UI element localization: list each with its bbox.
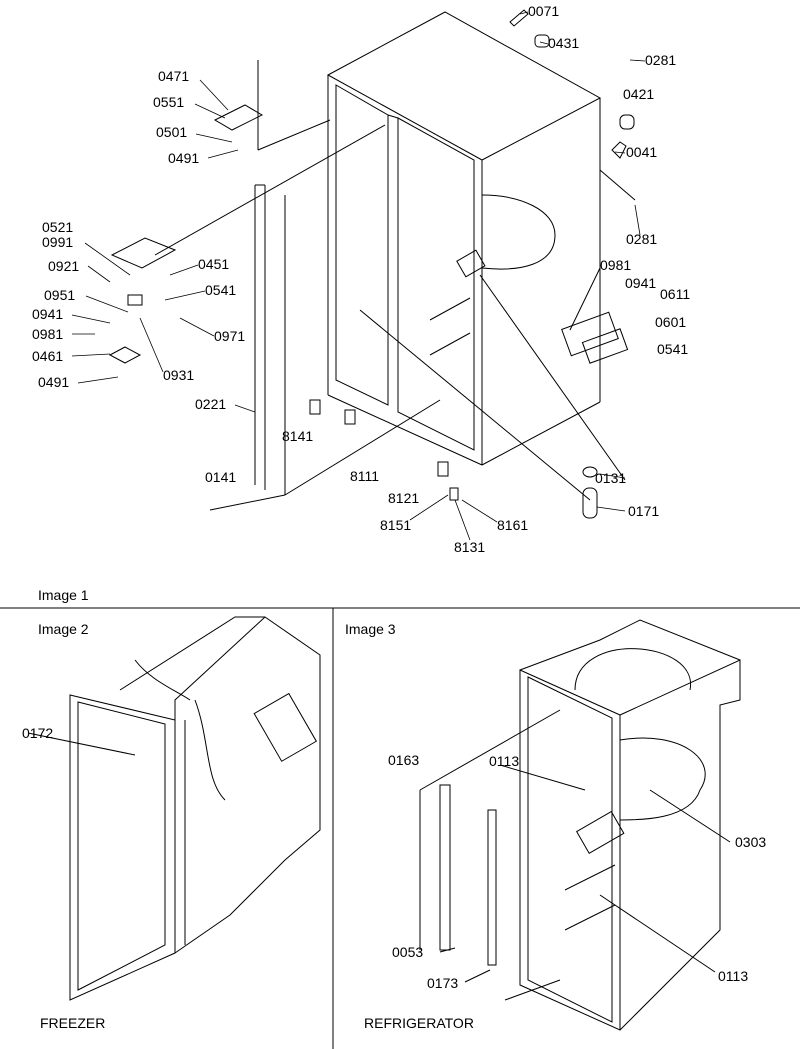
part-number-label: 0541 [657,341,689,357]
part-number-label: 0053 [392,944,424,960]
part-number-label: 0941 [32,306,64,322]
part-number-label: 0991 [42,234,74,250]
caption-image-1: Image 1 [38,587,89,603]
caption-freezer: FREEZER [40,1015,106,1031]
part-number-label: 0981 [32,326,64,342]
part-number-label: 0172 [22,725,54,741]
part-number-label: 0041 [626,144,658,160]
part-number-label: 0113 [718,968,749,984]
part-number-label: 0221 [195,396,227,412]
part-number-label: 0471 [158,68,190,84]
part-number-label: 8111 [350,468,380,484]
part-number-label: 8131 [454,539,486,555]
part-number-label: 0491 [168,150,200,166]
part-number-label: 0131 [595,470,627,486]
part-number-label: 0113 [489,753,520,769]
part-number-label: 0951 [44,287,76,303]
caption-refrigerator: REFRIGERATOR [364,1015,474,1031]
part-number-label: 8151 [380,517,412,533]
leader-lines [71,11,646,541]
part-number-label: 0303 [735,834,767,850]
part-number-label: 0601 [655,314,687,330]
part-number-label: 0611 [660,286,691,302]
part-number-label: 0521 [42,219,74,235]
part-number-label: 0171 [628,503,660,519]
part-number-label: 0281 [626,231,658,247]
part-number-label: 0071 [528,3,560,19]
part-number-label: 0163 [388,752,420,768]
part-number-label: 0551 [153,94,185,110]
part-number-label: 0981 [600,257,632,273]
part-number-label: 0431 [548,35,580,51]
part-number-label: 0451 [198,256,230,272]
caption-image-3: Image 3 [345,621,396,637]
part-number-label: 8141 [282,428,314,444]
part-number-label: 0461 [32,348,64,364]
refrigerator-drawing [419,619,741,1031]
part-number-label: 0941 [625,275,657,291]
cabinet-drawing [108,9,636,519]
caption-image-2: Image 2 [38,621,89,637]
part-number-label: 0421 [623,86,655,102]
part-number-label: 0971 [214,328,246,344]
part-number-label: 0501 [156,124,188,140]
part-number-label: 0541 [205,282,237,298]
part-number-label: 0491 [38,374,70,390]
part-number-label: 0173 [427,975,459,991]
part-number-label: 0281 [645,52,677,68]
freezer-drawing [27,616,321,1001]
part-number-label: 8161 [497,517,529,533]
part-number-label: 0931 [163,367,195,383]
part-number-label: 0921 [48,258,80,274]
part-number-label: 8121 [388,490,420,506]
part-number-label: 0141 [205,469,237,485]
